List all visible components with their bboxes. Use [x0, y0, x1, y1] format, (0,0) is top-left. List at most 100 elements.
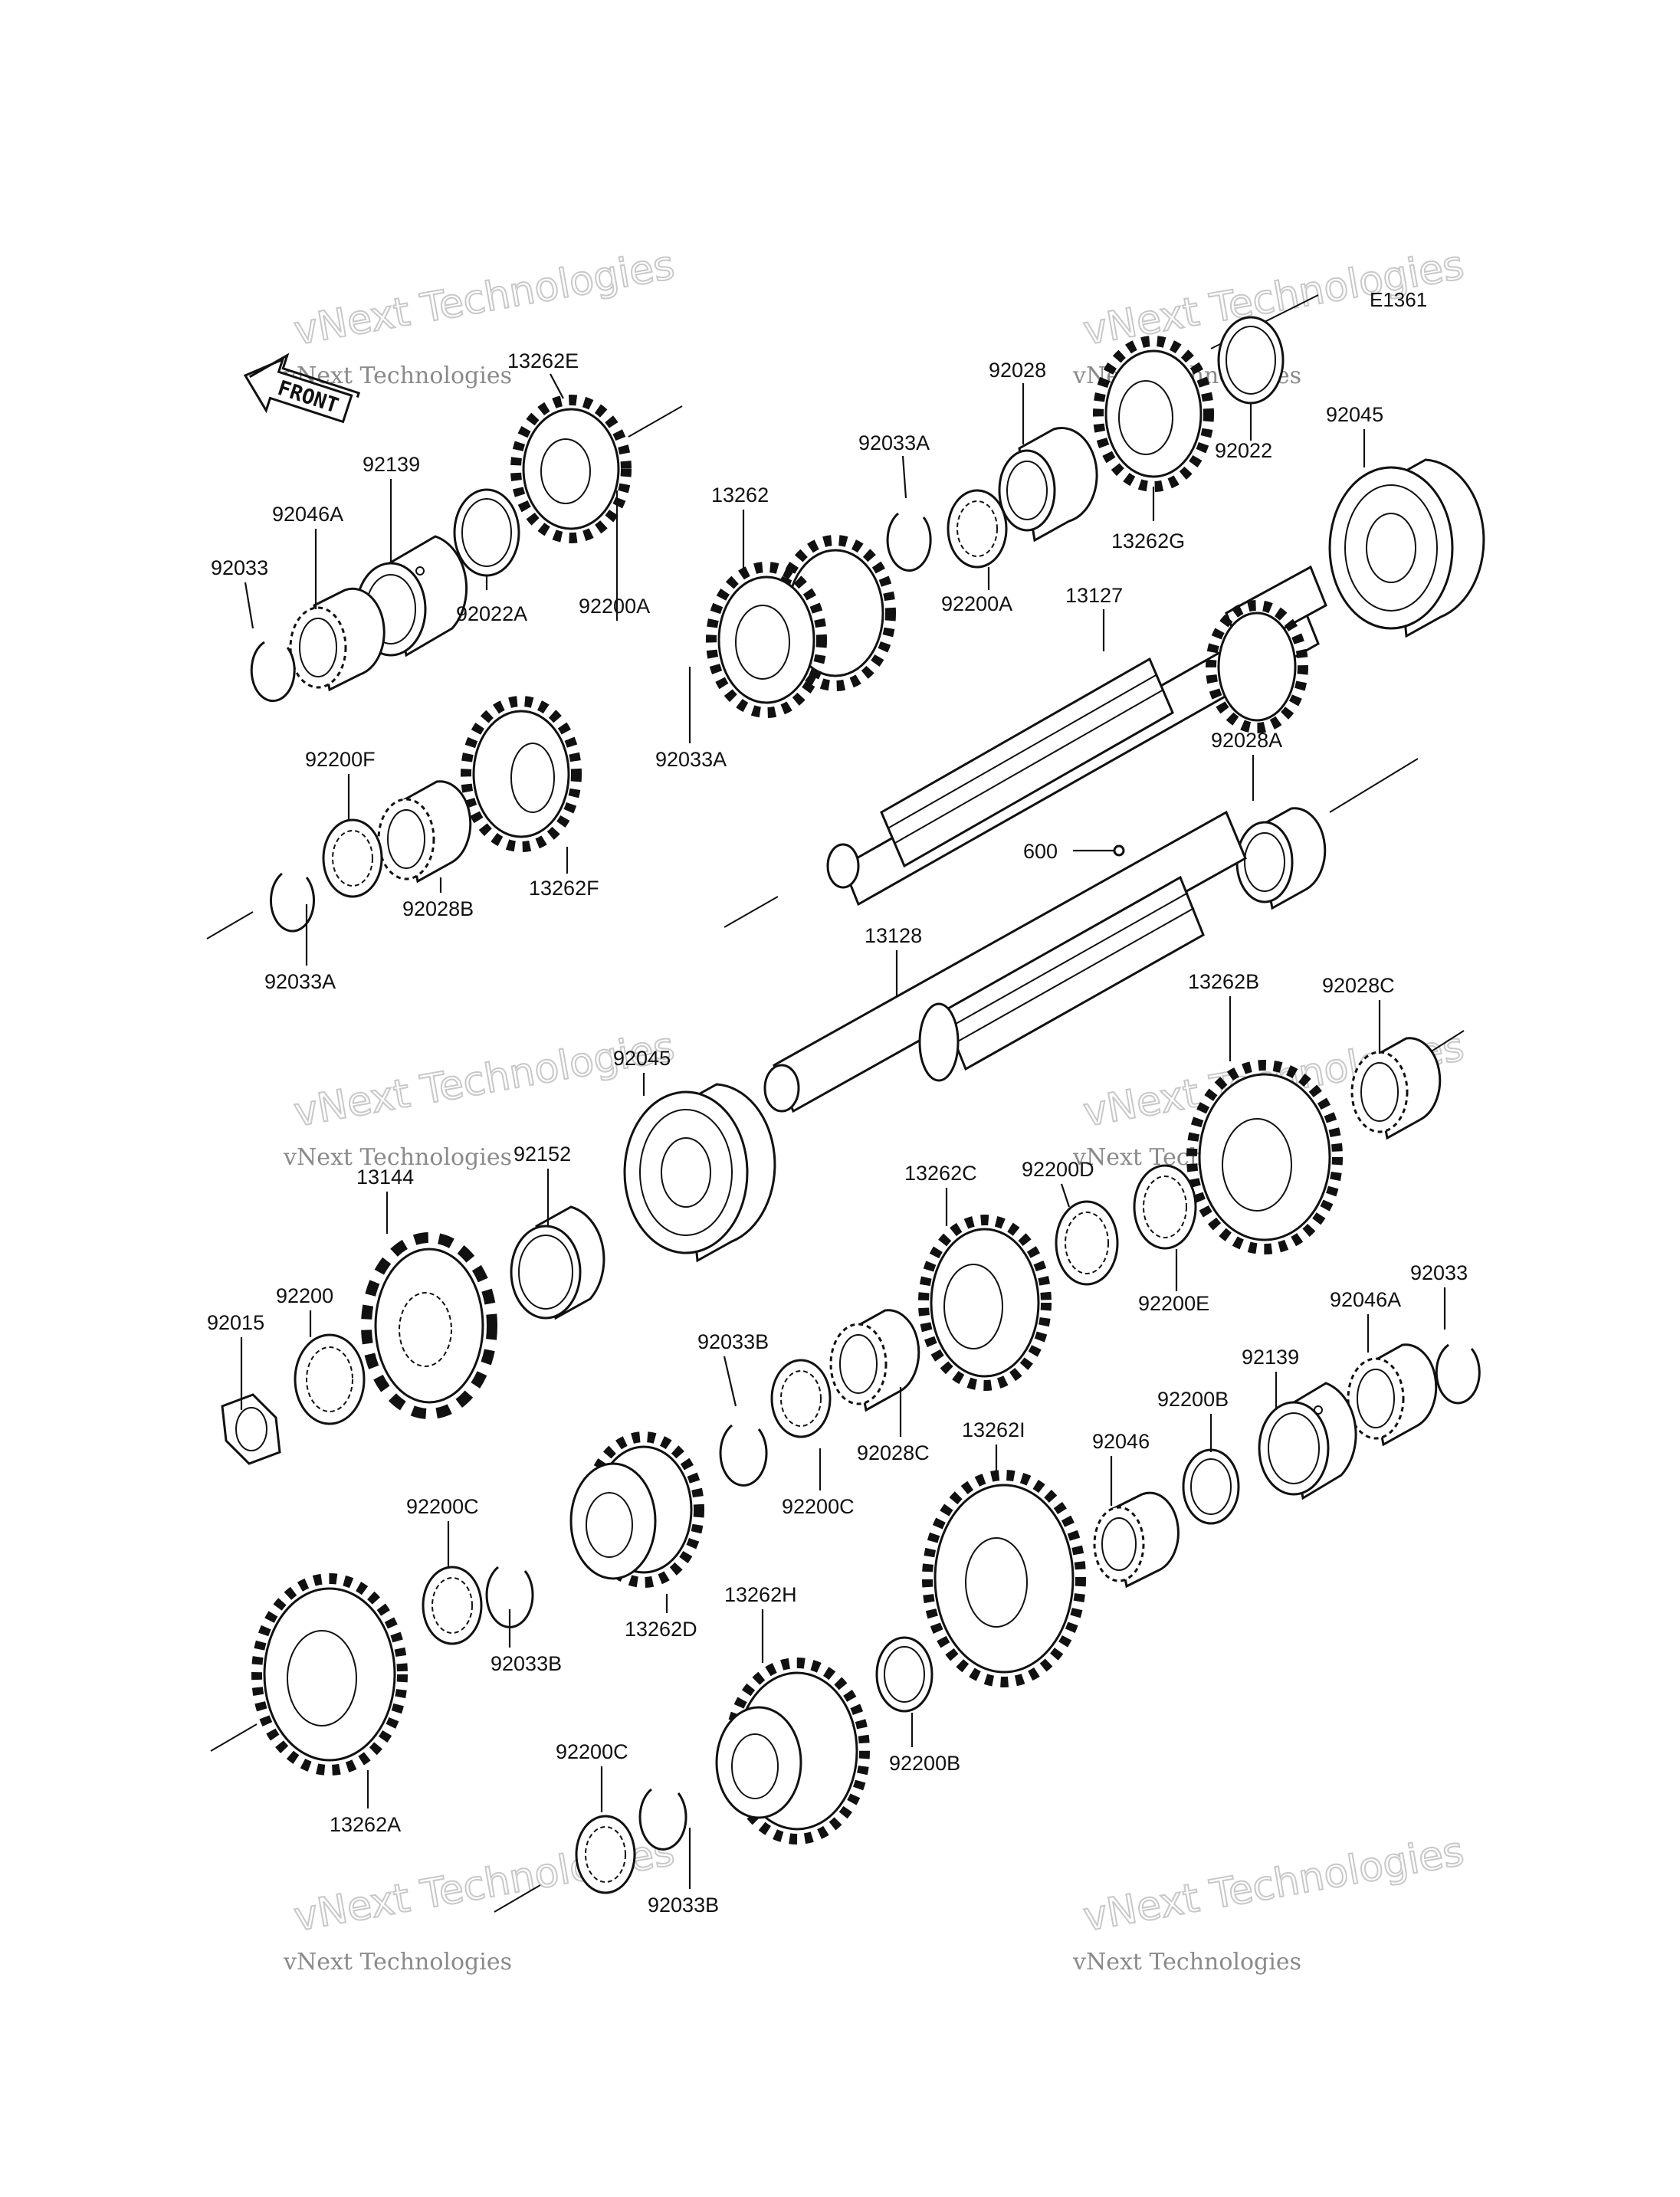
part-label-13262i[interactable]: 13262I — [962, 1418, 1025, 1441]
leader-lines — [240, 373, 1446, 1889]
part-label-92028c-top[interactable]: 92028C — [1322, 974, 1395, 997]
needle-bearing-92046a-icon — [289, 587, 386, 692]
gear-13262a-icon — [251, 1573, 408, 1776]
part-label-13262h[interactable]: 13262H — [724, 1583, 797, 1606]
spline-washer-92200e-icon — [1133, 1164, 1197, 1250]
collar-92152-icon — [510, 1205, 605, 1320]
nut-92015-icon — [221, 1393, 281, 1465]
part-label-92033b-left[interactable]: 92033B — [491, 1652, 562, 1675]
part-label-13262a[interactable]: 13262A — [330, 1813, 401, 1836]
part-label-92046a-right[interactable]: 92046A — [1330, 1288, 1401, 1311]
part-label-92033b-mid[interactable]: 92033B — [697, 1330, 769, 1353]
part-label-92200b-bottom[interactable]: 92200B — [889, 1752, 960, 1775]
part-label-92028[interactable]: 92028 — [989, 359, 1046, 382]
watermark-small-text: vNext Technologies — [1072, 1949, 1301, 1976]
washer-92200b-lower-icon — [875, 1636, 934, 1713]
part-label-92200a-left[interactable]: 92200A — [579, 595, 650, 618]
needle-bearing-92046-icon — [1093, 1491, 1180, 1589]
part-label-92045-mid[interactable]: 92045 — [613, 1047, 671, 1070]
gear-13262g-icon — [1093, 336, 1214, 492]
diagram-code: E1361 — [1370, 288, 1427, 311]
part-label-92200c-mid[interactable]: 92200C — [782, 1495, 855, 1518]
part-label-92200[interactable]: 92200 — [276, 1284, 333, 1307]
part-label-92022a[interactable]: 92022A — [456, 602, 527, 625]
part-label-600[interactable]: 600 — [1023, 840, 1058, 863]
needle-bearing-92046a-right-icon — [1347, 1343, 1438, 1447]
part-label-92033[interactable]: 92033 — [211, 556, 268, 579]
part-label-92200b-right[interactable]: 92200B — [1157, 1388, 1229, 1411]
gear-13262f-icon — [461, 696, 582, 852]
part-label-92200a-right[interactable]: 92200A — [941, 592, 1012, 615]
part-label-92033a-bottom[interactable]: 92033A — [264, 970, 336, 993]
circlip-92033a-lower-icon — [270, 872, 315, 933]
spline-washer-92200d-icon — [1055, 1200, 1119, 1286]
circlip-92033b-mid-icon — [719, 1424, 768, 1487]
shaft-13128-icon — [763, 810, 1247, 1113]
shaft-13127-icon — [826, 565, 1327, 907]
circlip-92033-right-icon — [1435, 1343, 1481, 1405]
part-label-92200f[interactable]: 92200F — [305, 748, 376, 771]
part-label-13262[interactable]: 13262 — [711, 484, 769, 507]
part-label-92152[interactable]: 92152 — [514, 1143, 571, 1166]
part-label-13262f[interactable]: 13262F — [529, 877, 599, 900]
ball-bearing-92045-top-icon — [1328, 458, 1485, 638]
part-label-92200e[interactable]: 92200E — [1138, 1292, 1209, 1315]
gear-13262d-icon — [569, 1431, 704, 1588]
part-label-92015[interactable]: 92015 — [207, 1311, 264, 1334]
part-labels: 13262E 92139 92046A 92033 92022A 92028 9… — [207, 349, 1468, 1917]
watermark-small-text: vNext Technologies — [283, 1144, 512, 1171]
part-label-13262g[interactable]: 13262G — [1111, 530, 1185, 553]
gear-13262e-icon — [510, 395, 632, 543]
washer-92200b-icon — [1182, 1448, 1240, 1525]
part-label-13262e[interactable]: 13262E — [507, 349, 579, 372]
spline-washer-92200c-icon — [422, 1566, 483, 1645]
part-label-13262d[interactable]: 13262D — [625, 1618, 697, 1641]
needle-bearing-92028c-mid-icon — [829, 1309, 920, 1412]
part-label-92033b-bottom[interactable]: 92033B — [648, 1894, 719, 1917]
collar-92139-right-icon — [1258, 1382, 1357, 1500]
gear-13262b-icon — [1186, 1060, 1343, 1254]
part-label-13262b[interactable]: 13262B — [1188, 970, 1259, 993]
watermark-large-text: vNext Technologies — [290, 242, 678, 354]
washer-92022a-icon — [453, 488, 520, 577]
watermark-large-text: vNext Technologies — [290, 1024, 678, 1136]
watermark-large-text: vNext Technologies — [1080, 1828, 1467, 1940]
bushing-92028-icon — [998, 427, 1098, 543]
part-label-92200c-bottom[interactable]: 92200C — [556, 1740, 628, 1763]
circlip-92033-icon — [250, 641, 296, 703]
part-label-92046a[interactable]: 92046A — [272, 503, 343, 526]
part-label-92139[interactable]: 92139 — [363, 453, 420, 476]
spline-washer-92200c-bottom-icon — [575, 1815, 636, 1894]
part-label-92028a[interactable]: 92028A — [1211, 729, 1282, 752]
part-label-92033a-top[interactable]: 92033A — [858, 431, 930, 454]
watermark-bottom-right: vNext Technologies vNext Technologies — [1072, 1828, 1468, 1976]
part-label-92045-top[interactable]: 92045 — [1326, 403, 1383, 426]
spline-washer-92200a-icon — [947, 489, 1008, 569]
gear-13262c-icon — [918, 1215, 1052, 1391]
gear-13262i-icon — [922, 1470, 1086, 1687]
part-label-13128[interactable]: 13128 — [865, 924, 922, 947]
bushing-92028a-icon — [1235, 807, 1327, 910]
part-label-13144[interactable]: 13144 — [356, 1166, 414, 1189]
part-label-92033-right[interactable]: 92033 — [1410, 1261, 1468, 1284]
needle-bearing-92028b-icon — [377, 780, 472, 884]
front-arrow-icon: FRONT — [243, 353, 361, 424]
part-label-92028b[interactable]: 92028B — [402, 897, 474, 920]
part-label-92046[interactable]: 92046 — [1092, 1430, 1150, 1453]
spline-washer-92200f-icon — [322, 818, 383, 898]
circlip-92033b-bottom-icon — [638, 1788, 687, 1851]
part-label-92028c-mid[interactable]: 92028C — [857, 1441, 930, 1464]
gear-13262-icon — [706, 535, 896, 718]
part-label-92200c-left[interactable]: 92200C — [406, 1495, 479, 1518]
part-label-92139-right[interactable]: 92139 — [1242, 1346, 1299, 1369]
spline-washer-92200-icon — [294, 1333, 366, 1425]
part-label-13127[interactable]: 13127 — [1065, 584, 1123, 607]
part-label-92022[interactable]: 92022 — [1215, 439, 1272, 462]
ball-bearing-92045-mid-icon — [623, 1083, 776, 1263]
part-label-92033a-mid[interactable]: 92033A — [655, 748, 727, 771]
part-label-92200d[interactable]: 92200D — [1022, 1158, 1094, 1181]
spline-washer-92200c-mid-icon — [770, 1359, 832, 1438]
parts-art — [221, 316, 1485, 1894]
part-label-13262c[interactable]: 13262C — [904, 1162, 977, 1185]
